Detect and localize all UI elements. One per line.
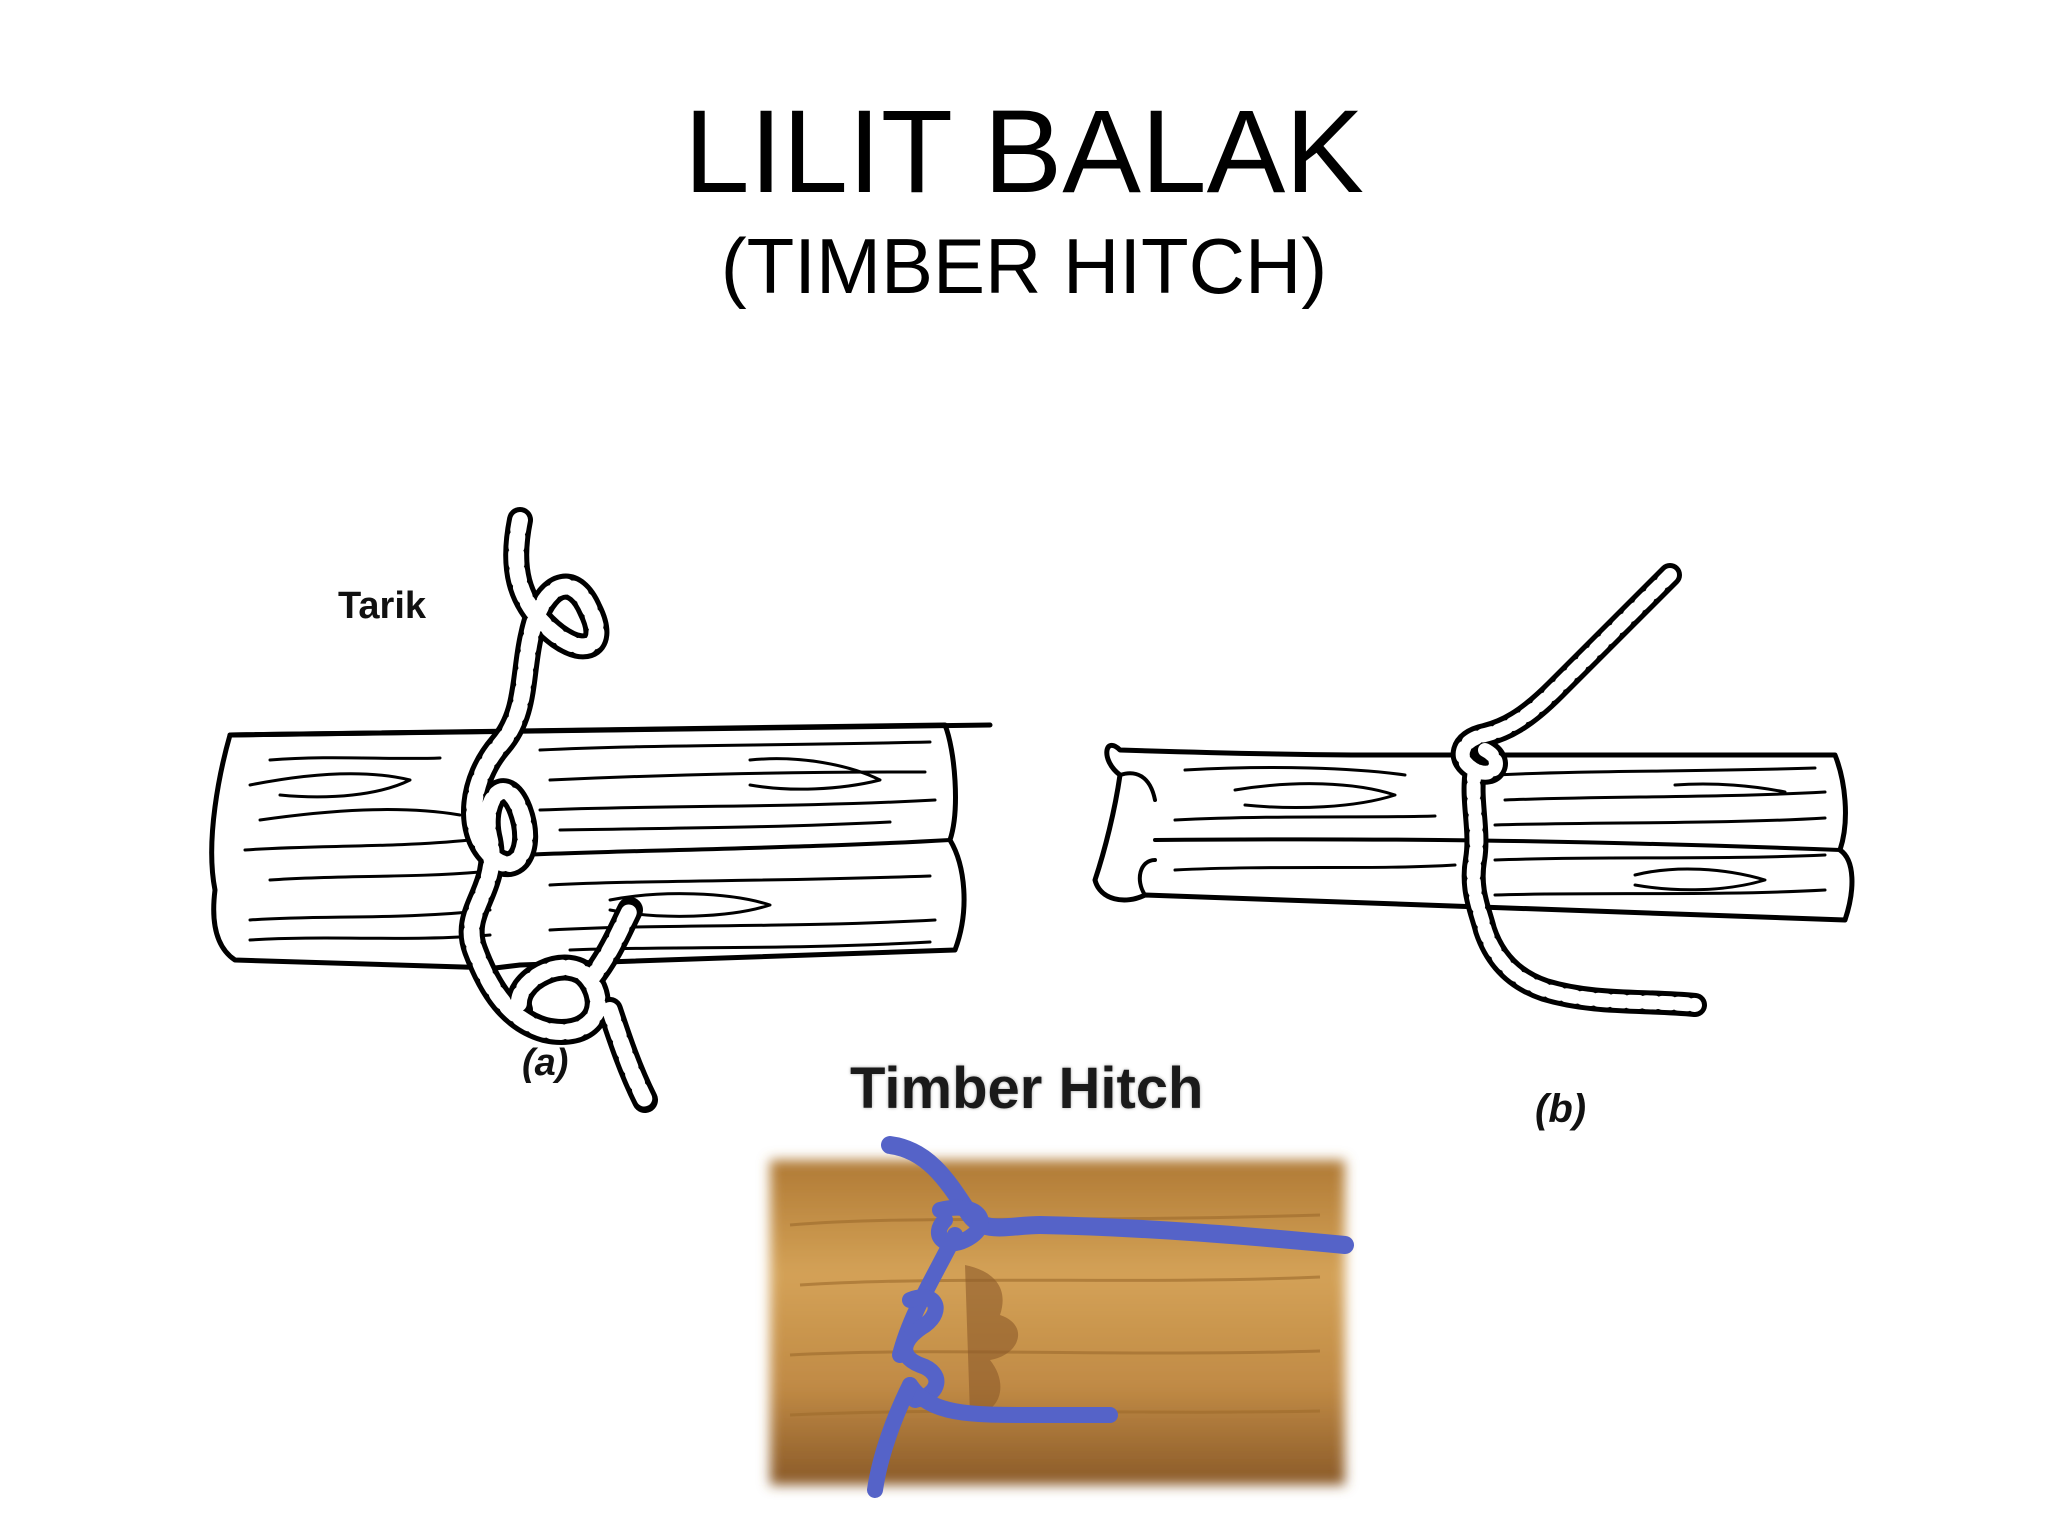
photo-log [770, 1160, 1345, 1485]
photo-rope [867, 1136, 1354, 1498]
figure-a-caption: (a) [522, 1042, 569, 1084]
figure-a-illustration [209, 507, 993, 1113]
figure-b-caption: (b) [1535, 1087, 1587, 1131]
figure-b-illustration [1092, 563, 1855, 1017]
pull-label: Tarik [338, 585, 427, 627]
timber-hitch-photo [770, 1136, 1354, 1498]
rope-b [1450, 563, 1707, 1017]
slide-title: LILIT BALAK [684, 86, 1364, 218]
photo-title: Timber Hitch [850, 1056, 1204, 1121]
log-b-outline [1092, 742, 1855, 923]
slide-subtitle: (TIMBER HITCH) [720, 222, 1328, 310]
